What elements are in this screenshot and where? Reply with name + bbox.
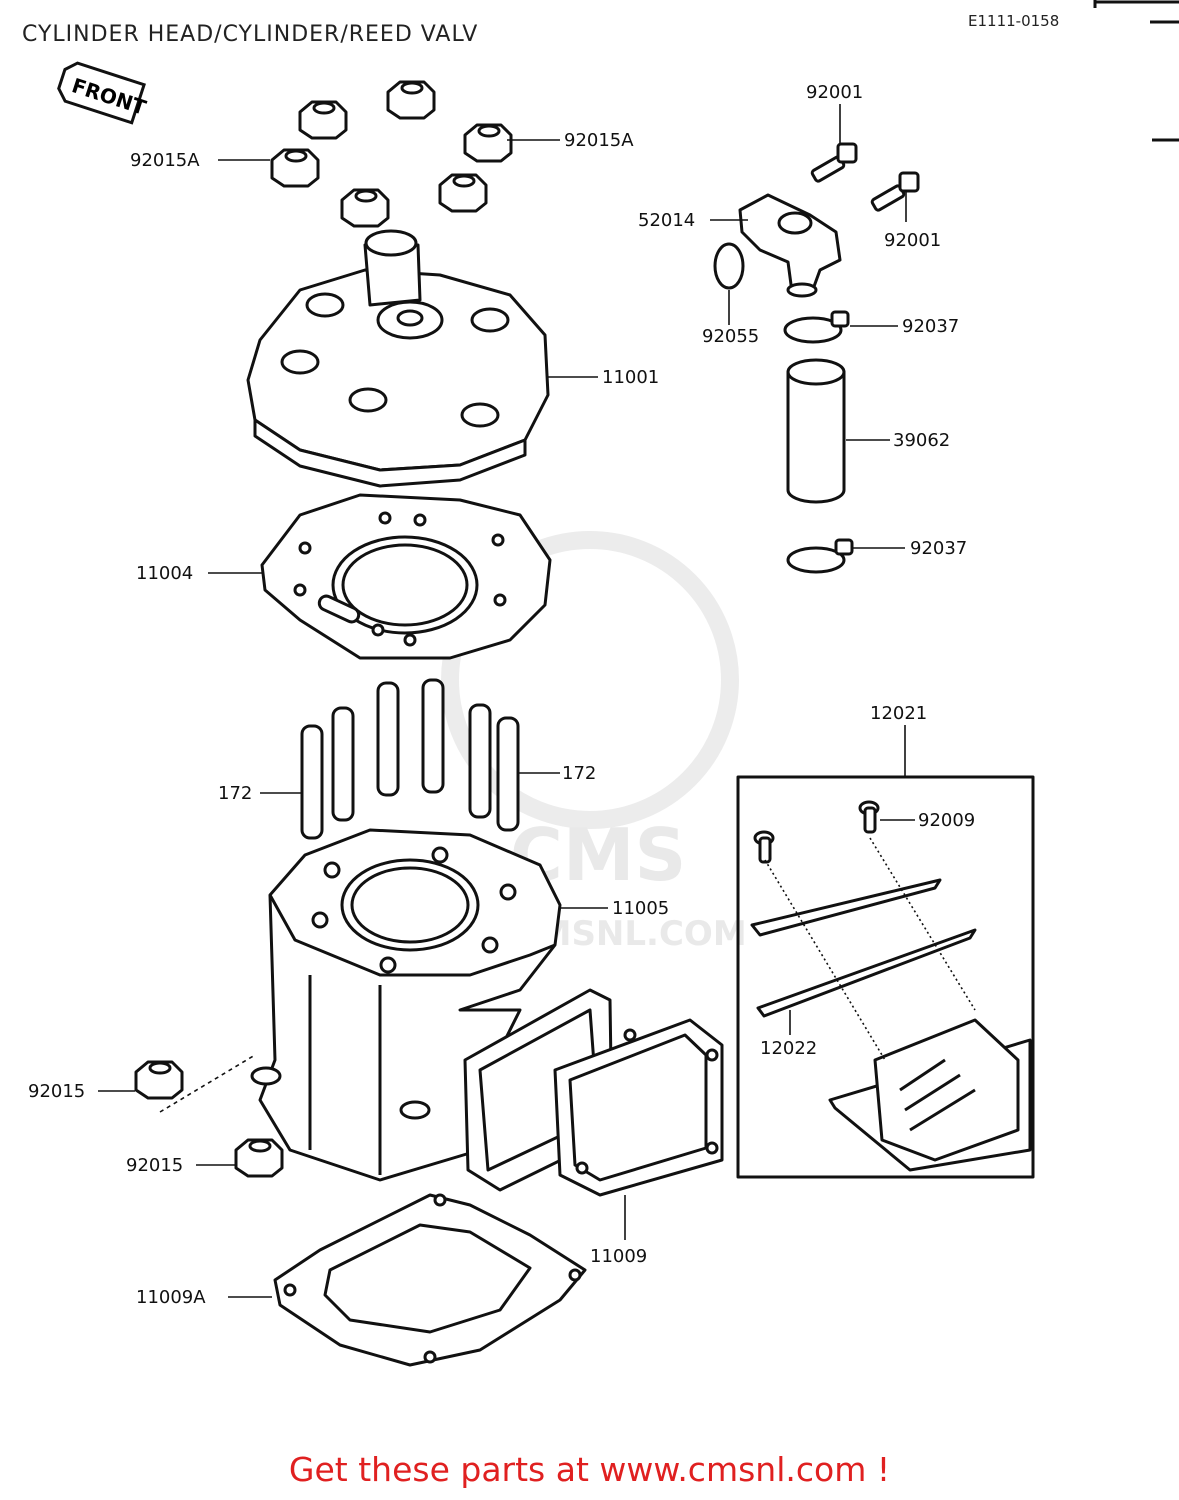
label-11004: 11004 <box>136 563 193 584</box>
label-92015-upper: 92015 <box>28 1081 85 1102</box>
part-labels: 92015A 92015A 92001 92001 52014 92055 92… <box>28 82 975 1308</box>
label-92015-lower: 92015 <box>126 1155 183 1176</box>
label-11001: 11001 <box>602 367 659 388</box>
nut-92015-2 <box>234 1138 284 1178</box>
screw-92001-1 <box>810 142 858 183</box>
screw-92009-2 <box>753 830 775 864</box>
cylinder-studs <box>300 678 520 840</box>
nut-92015A-2 <box>298 100 348 140</box>
label-92015A-right: 92015A <box>564 130 634 151</box>
label-11005: 11005 <box>612 898 669 919</box>
nut-92015A-5 <box>438 173 488 213</box>
reed-valve-gaskets <box>463 988 724 1197</box>
label-92037-top: 92037 <box>902 316 959 337</box>
footer-link-text[interactable]: Get these parts at www.cmsnl.com ! <box>288 1450 891 1489</box>
label-39062: 39062 <box>893 430 950 451</box>
label-11009: 11009 <box>590 1246 647 1267</box>
label-172-left: 172 <box>218 783 252 804</box>
page-title: CYLINDER HEAD/CYLINDER/REED VALV <box>22 22 479 47</box>
cylinder-head <box>246 229 550 488</box>
reference-code: E1111-0158 <box>968 12 1060 30</box>
hose <box>786 358 846 504</box>
water-outlet <box>738 193 842 298</box>
label-92001-top: 92001 <box>806 82 863 103</box>
label-11009A: 11009A <box>136 1287 206 1308</box>
label-92009: 92009 <box>918 810 975 831</box>
label-52014: 52014 <box>638 210 695 231</box>
nut-92015A-3 <box>386 80 436 120</box>
label-92037-bottom: 92037 <box>910 538 967 559</box>
reed-valve-assembly <box>736 775 1035 1179</box>
nut-92015A-4 <box>463 123 513 163</box>
screw-92009-1 <box>858 800 880 834</box>
cylinder-head-nuts <box>270 80 513 228</box>
o-ring <box>713 242 745 290</box>
hose-clamp-top <box>783 310 850 344</box>
base-gasket <box>273 1193 587 1367</box>
cylinder-base-nuts <box>134 1060 284 1178</box>
label-12021: 12021 <box>870 703 927 724</box>
screw-92001-2 <box>870 171 920 212</box>
hose-clamp-bottom <box>786 538 854 574</box>
head-gasket <box>260 493 552 660</box>
nut-92015-1 <box>134 1060 184 1100</box>
label-12022: 12022 <box>760 1038 817 1059</box>
label-92015A-left: 92015A <box>130 150 200 171</box>
nut-92015A-1 <box>270 148 320 188</box>
leader-lines <box>98 104 976 1298</box>
label-92055: 92055 <box>702 326 759 347</box>
front-tag: FRONT <box>57 61 149 125</box>
label-172-right: 172 <box>562 763 596 784</box>
frame-fragments <box>1093 0 1179 142</box>
label-92001-right: 92001 <box>884 230 941 251</box>
nut-92015A-6 <box>340 188 390 228</box>
